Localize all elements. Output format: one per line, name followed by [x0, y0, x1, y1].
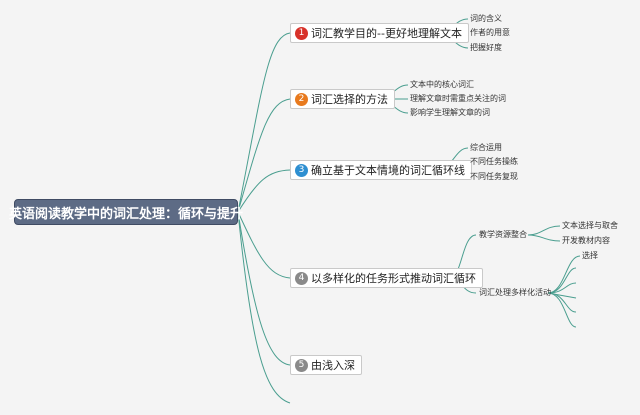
branch-2[interactable]: 2 词汇选择的方法 — [290, 89, 395, 109]
branch-3[interactable]: 3 确立基于文本情境的词汇循环线 — [290, 160, 472, 180]
link-central-branch-5 — [237, 211, 291, 366]
leaf-2-2[interactable]: 理解文章时需重点关注的词 — [410, 94, 506, 103]
leaf-3-2[interactable]: 不同任务操练 — [470, 157, 518, 166]
leaf-1-3[interactable]: 把握好度 — [470, 43, 502, 52]
leaf-3-3[interactable]: 不同任务复现 — [470, 172, 518, 181]
leaf-2-1[interactable]: 文本中的核心词汇 — [410, 80, 474, 89]
branch-4-label: 以多样化的任务形式推动词汇循环 — [311, 272, 476, 285]
branch-4[interactable]: 4 以多样化的任务形式推动词汇循环 — [290, 268, 483, 288]
branch-3-label: 确立基于文本情境的词汇循环线 — [311, 164, 465, 177]
branch-2-label: 词汇选择的方法 — [311, 93, 388, 106]
leaf-4-1-2[interactable]: 开发教材内容 — [562, 236, 610, 245]
leaf-4-1-1[interactable]: 文本选择与取舍 — [562, 221, 618, 230]
leaf-1-1[interactable]: 词的含义 — [470, 14, 502, 23]
branch-5-label: 由浅入深 — [311, 359, 355, 372]
link-central-branch-1 — [237, 32, 291, 213]
branch-1-label: 词汇教学目的--更好地理解文本 — [311, 27, 462, 40]
leaf-2-3[interactable]: 影响学生理解文章的词 — [410, 108, 490, 117]
number-2-icon: 2 — [295, 92, 308, 106]
number-3-icon: 3 — [295, 163, 308, 177]
number-5-icon: 5 — [295, 358, 308, 372]
subtopic-4-2[interactable]: 词汇处理多样化活动 — [479, 288, 551, 297]
link-central-branch-4 — [237, 211, 291, 279]
number-1-icon: 1 — [295, 26, 308, 40]
branch-5[interactable]: 5 由浅入深 — [290, 355, 362, 375]
leaf-1-2[interactable]: 作者的用意 — [470, 28, 510, 37]
number-4-icon: 4 — [295, 271, 308, 285]
link-central-branch-extra — [237, 211, 291, 404]
leaf-4-2-1[interactable]: 选择 — [582, 251, 598, 260]
leaf-3-1[interactable]: 综合运用 — [470, 143, 502, 152]
branch-1[interactable]: 1 词汇教学目的--更好地理解文本 — [290, 23, 469, 43]
link-central-branch-2 — [237, 98, 291, 213]
link-central-branch-3 — [237, 169, 291, 213]
subtopic-4-1[interactable]: 教学资源整合 — [479, 230, 527, 239]
central-topic[interactable]: 英语阅读教学中的词汇处理：循环与提升 — [9, 199, 243, 225]
